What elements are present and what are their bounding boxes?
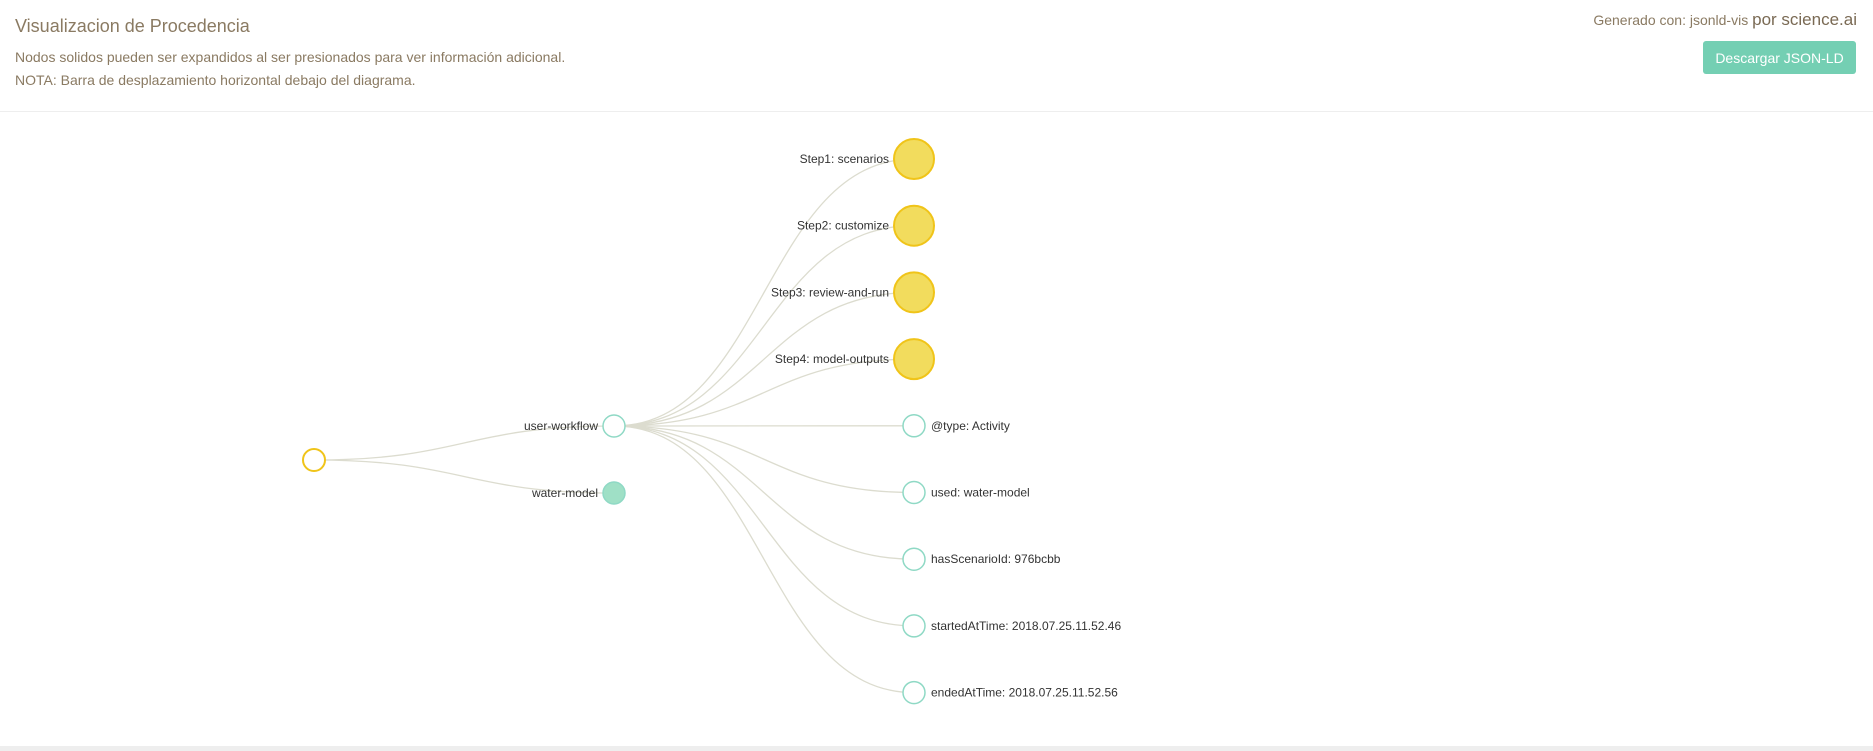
leaf-label-4: @type: Activity: [931, 419, 1010, 433]
leaf-node-4[interactable]: [902, 414, 926, 438]
link-user-workflow-to-child-0: [613, 158, 915, 427]
node-label-user-workflow: user-workflow: [524, 419, 598, 433]
leaf-node-5[interactable]: [902, 480, 926, 505]
link-user-workflow-to-child-3: [613, 358, 915, 427]
horizontal-scrollbar[interactable]: [0, 746, 1873, 751]
generated-credit: Generado con: jsonld-vis por science.ai: [1593, 10, 1857, 30]
download-jsonld-button[interactable]: Descargar JSON-LD: [1703, 41, 1856, 74]
link-user-workflow-to-child-7: [613, 425, 915, 627]
step-label-4: Step4: model-outputs: [775, 352, 889, 366]
link-root-to-water-model: [313, 459, 615, 494]
link-user-workflow-to-child-2: [613, 291, 915, 427]
link-user-workflow-to-child-1: [613, 225, 915, 427]
link-user-workflow-to-child-6: [613, 425, 915, 560]
leaf-label-8: endedAtTime: 2018.07.25.11.52.56: [931, 686, 1118, 700]
tree-nodes: user-workflow water-model Step1: scenarios…: [302, 138, 1121, 705]
generated-prefix: Generado con: jsonld-vis: [1593, 12, 1749, 28]
step-label-2: Step2: customize: [797, 219, 889, 233]
link-user-workflow-to-child-8: [613, 425, 915, 694]
node-water-model[interactable]: [602, 481, 626, 505]
step-label-3: Step3: review-and-run: [771, 285, 889, 299]
tree-links: [313, 158, 915, 694]
header: Visualizacion de Procedencia Nodos solid…: [0, 0, 1873, 112]
leaf-label-6: hasScenarioId: 976bcbb: [931, 552, 1061, 566]
node-label-water-model: water-model: [531, 486, 598, 500]
leaf-node-7[interactable]: [902, 614, 926, 638]
step-label-1: Step1: scenarios: [800, 152, 889, 166]
step-node-3[interactable]: [893, 271, 935, 314]
leaf-node-8[interactable]: [902, 680, 926, 705]
description-line-1: Nodos solidos pueden ser expandidos al s…: [15, 49, 566, 65]
description-line-2: NOTA: Barra de desplazamiento horizontal…: [15, 72, 416, 88]
link-root-to-user-workflow: [313, 425, 615, 461]
step-node-2[interactable]: [893, 204, 935, 247]
generated-brand: por science.ai: [1752, 10, 1857, 29]
leaf-label-5: used: water-model: [931, 486, 1030, 500]
step-node-1[interactable]: [893, 138, 935, 180]
link-user-workflow-to-child-5: [613, 425, 915, 494]
leaf-label-7: startedAtTime: 2018.07.25.11.52.46: [931, 619, 1121, 633]
step-node-4[interactable]: [893, 338, 935, 381]
leaf-node-6[interactable]: [902, 547, 926, 571]
page-title: Visualizacion de Procedencia: [15, 16, 250, 36]
node-user-workflow[interactable]: [602, 414, 626, 438]
root-node[interactable]: [302, 448, 326, 472]
